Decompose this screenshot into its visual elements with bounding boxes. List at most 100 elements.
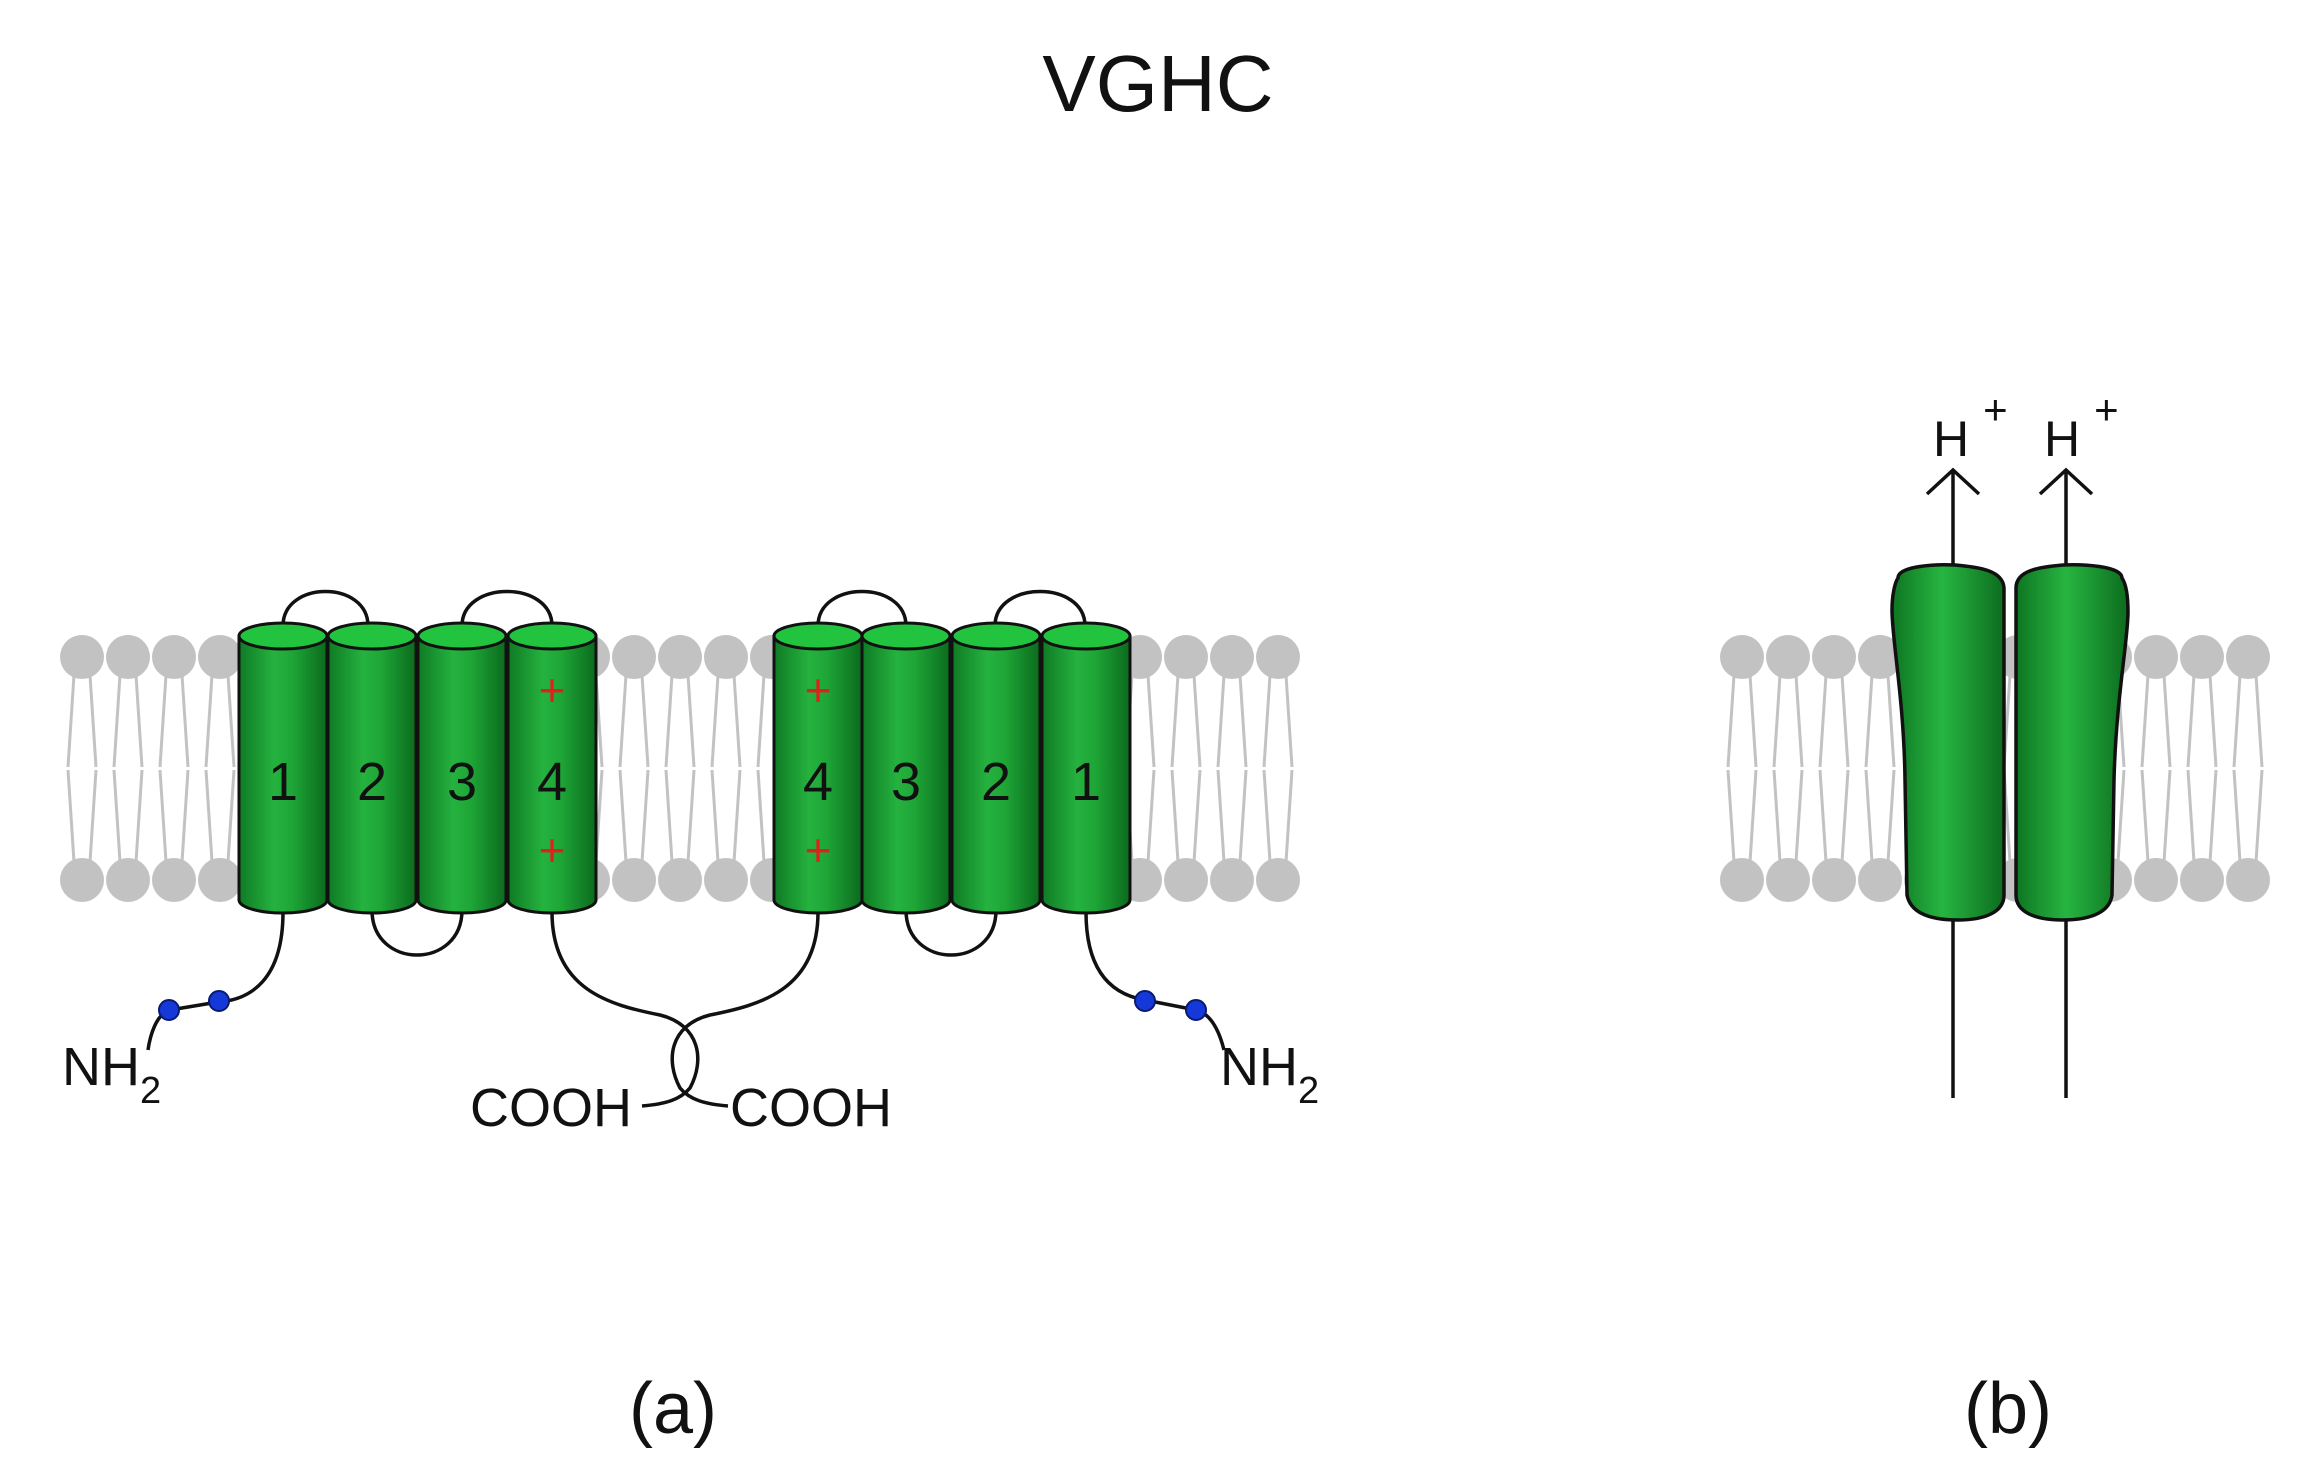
membrane-a-lipid-tail — [640, 674, 650, 768]
membrane-a-lipid-tail — [134, 674, 144, 768]
helix-segment-left-3: 3 — [416, 621, 508, 915]
membrane-a-lipid-tail — [686, 674, 696, 768]
membrane-a-lipid-tail — [1146, 769, 1156, 863]
panel-a-labels: NH2 NH2 COOH COOH — [62, 1037, 1319, 1138]
membrane-a-lipid-tail — [66, 674, 76, 768]
membrane-a-lipid-head-upper — [60, 635, 104, 679]
membrane-a-lipid-head-lower — [1256, 858, 1300, 902]
membrane-b-lipid-tail — [1864, 674, 1874, 768]
membrane-a-lipid-tail — [226, 674, 236, 768]
helix-segment-right-3: 3 — [860, 621, 952, 915]
membrane-a-lipid-tail — [686, 769, 696, 863]
membrane-a-lipid-tail — [618, 769, 628, 863]
membrane-b-lipid-tail — [2140, 769, 2150, 863]
membrane-b-lipid-tail — [1794, 674, 1804, 768]
membrane-b-lipid-head-upper — [2134, 635, 2178, 679]
membrane-a-lipid-tail — [640, 769, 650, 863]
membrane-a-lipid-head-upper — [658, 635, 702, 679]
membrane-b-lipid-tail — [1726, 674, 1736, 768]
membrane-b-lipid-tail — [1840, 674, 1850, 768]
proton-label-left: H+ — [1933, 386, 2008, 467]
membrane-b-lipid-tail — [2186, 674, 2196, 768]
membrane-b-lipid-tail — [1748, 674, 1758, 768]
membrane-a-lipid-tail — [710, 769, 720, 863]
membrane-b-lipid-tail — [1818, 769, 1828, 863]
membrane-b-lipid-tail — [2116, 769, 2126, 863]
helix-segment-right-4: 4++ — [772, 621, 864, 915]
membrane-b-lipid-tail — [2186, 769, 2196, 863]
loop-s3-s4-left — [460, 589, 554, 627]
membrane-a-lipid-tail — [1170, 769, 1180, 863]
membrane-a-lipid-tail — [112, 769, 122, 863]
helix-number: 2 — [357, 752, 387, 812]
membrane-b-lipid-head-upper — [1720, 635, 1764, 679]
helix-number: 4 — [537, 752, 567, 812]
membrane-b-lipid-tail — [1772, 769, 1782, 863]
membrane-b-lipid-tail — [2162, 674, 2172, 768]
membrane-b-lipid-head-lower — [1720, 858, 1764, 902]
n-tail-right — [1084, 911, 1226, 1051]
membrane-a-lipid-head-upper — [198, 635, 242, 679]
membrane-a-lipid-tail — [204, 769, 214, 863]
membrane-a-lipid-head-lower — [658, 858, 702, 902]
s4-positive-charge: + — [805, 824, 832, 876]
membrane-a-lipid-head-lower — [198, 858, 242, 902]
membrane-a-lipid-head-upper — [1210, 635, 1254, 679]
membrane-a-lipid-tail — [1170, 674, 1180, 768]
helix-number: 1 — [268, 752, 298, 812]
channel-stalks — [1925, 467, 2094, 1098]
membrane-a-lipid-tail — [204, 674, 214, 768]
channel-subunit-right — [2014, 563, 2130, 922]
membrane-a-lipid-tail — [664, 674, 674, 768]
helix-segment-right-1: 1 — [1040, 621, 1132, 915]
membrane-a-lipid-tail — [158, 674, 168, 768]
membrane-a-lipid-tail — [1216, 769, 1226, 863]
figure-title: VGHC — [1042, 39, 1274, 128]
helix-segment-right-2: 2 — [950, 621, 1042, 915]
panel-b-label: (b) — [1964, 1369, 2052, 1449]
membrane-b-lipid-head-lower — [1812, 858, 1856, 902]
membrane-a-lipid-head-upper — [612, 635, 656, 679]
membrane-a-lipid-tail — [158, 769, 168, 863]
membrane-a-lipid-tail — [88, 674, 98, 768]
membrane-a-lipid-head-lower — [704, 858, 748, 902]
phosphorylation-sites — [158, 990, 1207, 1021]
membrane-a-lipid-tail — [664, 769, 674, 863]
phospho-site-right-1 — [1134, 990, 1156, 1012]
proton-channel — [1890, 467, 2130, 1098]
membrane-a-lipid-tail — [1192, 674, 1202, 768]
membrane-b-lipid-head-upper — [2226, 635, 2270, 679]
membrane-b-lipid-head-lower — [2226, 858, 2270, 902]
membrane-a-lipid-tail — [732, 769, 742, 863]
c-tail-right — [670, 911, 820, 1108]
loop-s4-s3-right — [816, 589, 908, 627]
helix-segment-left-1: 1 — [237, 621, 329, 915]
membrane-a-lipid-head-lower — [106, 858, 150, 902]
membrane-b-lipid-head-upper — [2180, 635, 2224, 679]
membrane-a-lipid-tail — [1146, 674, 1156, 768]
n-tail-left — [146, 911, 285, 1051]
membrane-a-lipid-tail — [1284, 674, 1294, 768]
membrane-b-lipid-tail — [2232, 769, 2242, 863]
membrane-a-lipid-tail — [756, 769, 766, 863]
membrane-b-lipid-tail — [1840, 769, 1850, 863]
helix-number: 3 — [891, 752, 921, 812]
membrane-a-lipid-tail — [1216, 674, 1226, 768]
c-terminus-right-label: COOH — [730, 1078, 892, 1138]
loop-s3-s2-right — [904, 909, 998, 957]
membrane-b-lipid-tail — [2254, 769, 2264, 863]
membrane-a-lipid-tail — [618, 674, 628, 768]
membrane-b-lipid-head-upper — [1766, 635, 1810, 679]
membrane-b-lipid-tail — [2208, 674, 2218, 768]
n-terminus-left-label: NH2 — [62, 1037, 161, 1112]
loop-s2-s3-left — [370, 909, 464, 957]
arrow-head-right — [2038, 467, 2094, 496]
membrane-a-lipid-head-upper — [704, 635, 748, 679]
membrane-b-lipid-tail — [2232, 674, 2242, 768]
membrane-a-lipid-head-lower — [60, 858, 104, 902]
membrane-b-lipid-tail — [1748, 769, 1758, 863]
membrane-a-lipid-tail — [66, 769, 76, 863]
helix-segment-left-2: 2 — [326, 621, 418, 915]
membrane-a-lipid-tail — [180, 769, 190, 863]
